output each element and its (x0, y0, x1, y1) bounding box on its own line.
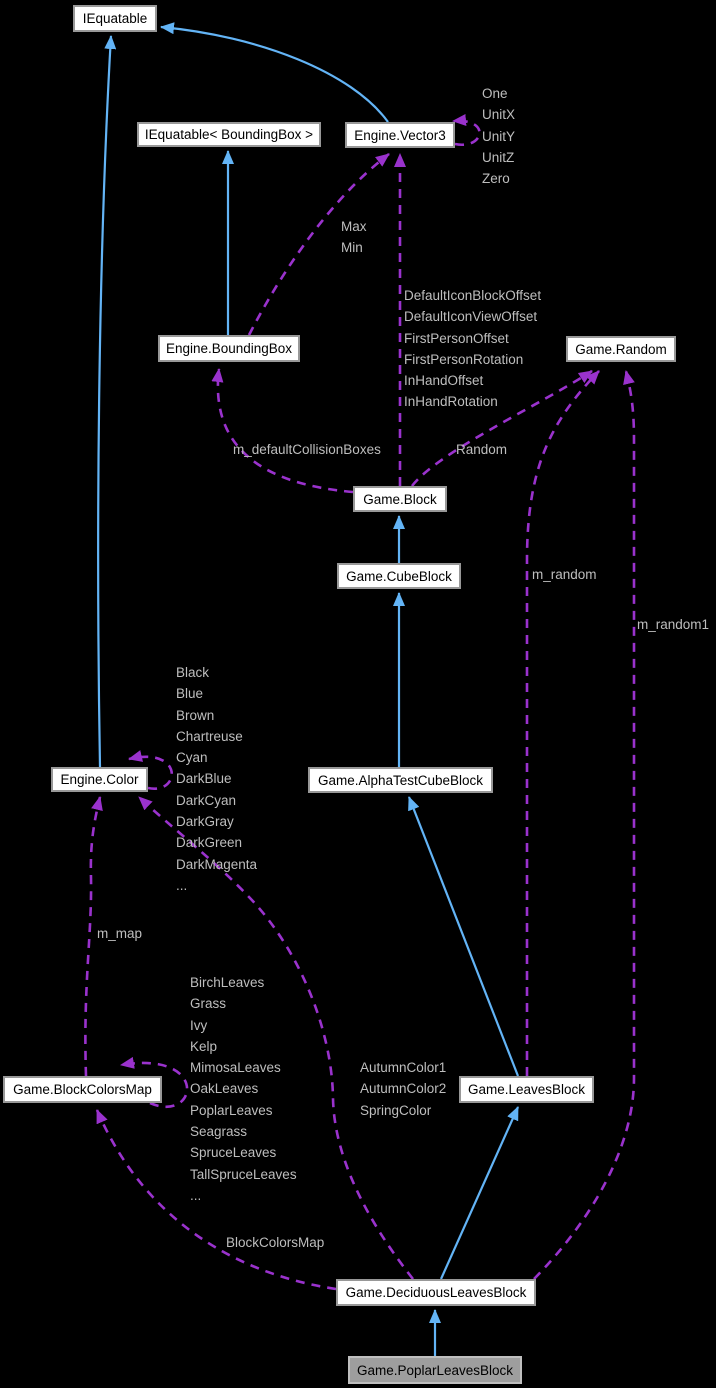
class-node-game-deciduousleavesblock[interactable]: Game.DeciduousLeavesBlock (336, 1279, 536, 1306)
edge-label: Max (341, 219, 367, 234)
edge-deciduous-uses-random (533, 370, 636, 1280)
class-node-game-random[interactable]: Game.Random (566, 336, 676, 362)
edge-label: AutumnColor1 (360, 1060, 447, 1075)
edge-deciduous-uses-color (138, 796, 415, 1280)
edge-blockcolorsmap-self-loop (120, 1056, 189, 1109)
edge-leavesblock-uses-random (525, 370, 600, 1076)
edge-label: Ivy (190, 1017, 208, 1033)
edge-label-m-map-label: m_map (97, 926, 143, 941)
edge-vector3-self-loop (452, 114, 481, 147)
edge-label-m-random-label: m_random (532, 567, 597, 582)
edge-label: Blue (176, 686, 204, 702)
edge-leavesblock-inherits-alphatestcubeblock (407, 796, 520, 1077)
edge-label: ... (176, 877, 188, 893)
edge-label: OakLeaves (190, 1081, 259, 1097)
edge-block-uses-boundingbox (211, 368, 354, 494)
edge-label: One (482, 86, 508, 101)
edge-label: DefaultIconViewOffset (404, 309, 538, 325)
class-node-game-blockcolorsmap[interactable]: Game.BlockColorsMap (3, 1076, 162, 1103)
edge-label: Brown (176, 707, 215, 723)
edge-label: InHandOffset (404, 373, 484, 389)
edge-label: PoplarLeaves (190, 1102, 273, 1118)
class-node-engine-vector3[interactable]: Engine.Vector3 (345, 122, 455, 148)
class-node-engine-boundingbox[interactable]: Engine.BoundingBox (158, 335, 300, 362)
edge-label: FirstPersonOffset (404, 330, 509, 346)
edge-label: UnitZ (482, 149, 515, 165)
edge-label: Chartreuse (176, 728, 243, 744)
edge-label: UnitX (482, 107, 516, 123)
edge-label-blockcolorsmap-label: BlockColorsMap (226, 1235, 325, 1250)
edge-label: Kelp (190, 1038, 218, 1054)
edge-label: DarkGray (176, 814, 234, 830)
edge-label: DarkBlue (176, 771, 232, 787)
edge-label: Black (176, 665, 210, 680)
edge-label: FirstPersonRotation (404, 351, 524, 367)
edge-label: Min (341, 240, 363, 256)
edge-label-m-random1-label: m_random1 (637, 617, 710, 632)
edge-label-random-label: Random (456, 442, 508, 457)
class-node-game-poplarleavesblock: Game.PoplarLeavesBlock (348, 1356, 522, 1384)
edge-label: UnitY (482, 128, 516, 144)
edge-blockcolorsmap-uses-color (84, 796, 103, 1077)
class-node-iequatable[interactable]: IEquatable (73, 5, 157, 32)
edge-label: DarkCyan (176, 792, 237, 808)
edge-label: MimosaLeaves (190, 1060, 281, 1076)
class-node-game-alphatestcubeblock[interactable]: Game.AlphaTestCubeBlock (308, 767, 493, 793)
edge-vector3-inherits-iequatable (160, 22, 389, 123)
edge-label: BirchLeaves (190, 975, 265, 990)
class-node-iequatable-boundingbox[interactable]: IEquatable< BoundingBox > (137, 122, 321, 147)
edge-label: SpringColor (360, 1102, 432, 1118)
class-node-game-leavesblock[interactable]: Game.LeavesBlock (459, 1076, 594, 1103)
edge-boundingbox-uses-vector3 (247, 152, 390, 336)
edge-label: Grass (190, 996, 227, 1012)
edge-label: Cyan (176, 750, 208, 766)
edge-label: TallSpruceLeaves (190, 1166, 297, 1182)
edge-label: DefaultIconBlockOffset (404, 288, 542, 303)
class-node-game-block[interactable]: Game.Block (353, 486, 447, 512)
edge-block-uses-random (410, 369, 593, 487)
edge-color-inherits-iequatable (97, 35, 117, 768)
class-node-engine-color[interactable]: Engine.Color (51, 767, 148, 792)
class-node-game-cubeblock[interactable]: Game.CubeBlock (337, 563, 461, 589)
edge-label: ... (190, 1187, 202, 1203)
edge-deciduous-uses-blockcolorsmap (95, 1109, 337, 1291)
edge-label-m-defaultcollisionboxes-label: m_defaultCollisionBoxes (233, 442, 381, 457)
edge-label: Seagrass (190, 1124, 248, 1140)
edge-label: Zero (482, 171, 510, 187)
edge-label: DarkMagenta (176, 856, 258, 872)
edge-color-self-loop (128, 750, 173, 790)
edge-label: AutumnColor2 (360, 1081, 447, 1097)
edge-label: DarkGreen (176, 835, 243, 851)
edge-label: InHandRotation (404, 394, 498, 410)
edge-deciduous-inherits-leavesblock (439, 1106, 520, 1280)
edge-label: SpruceLeaves (190, 1145, 277, 1161)
